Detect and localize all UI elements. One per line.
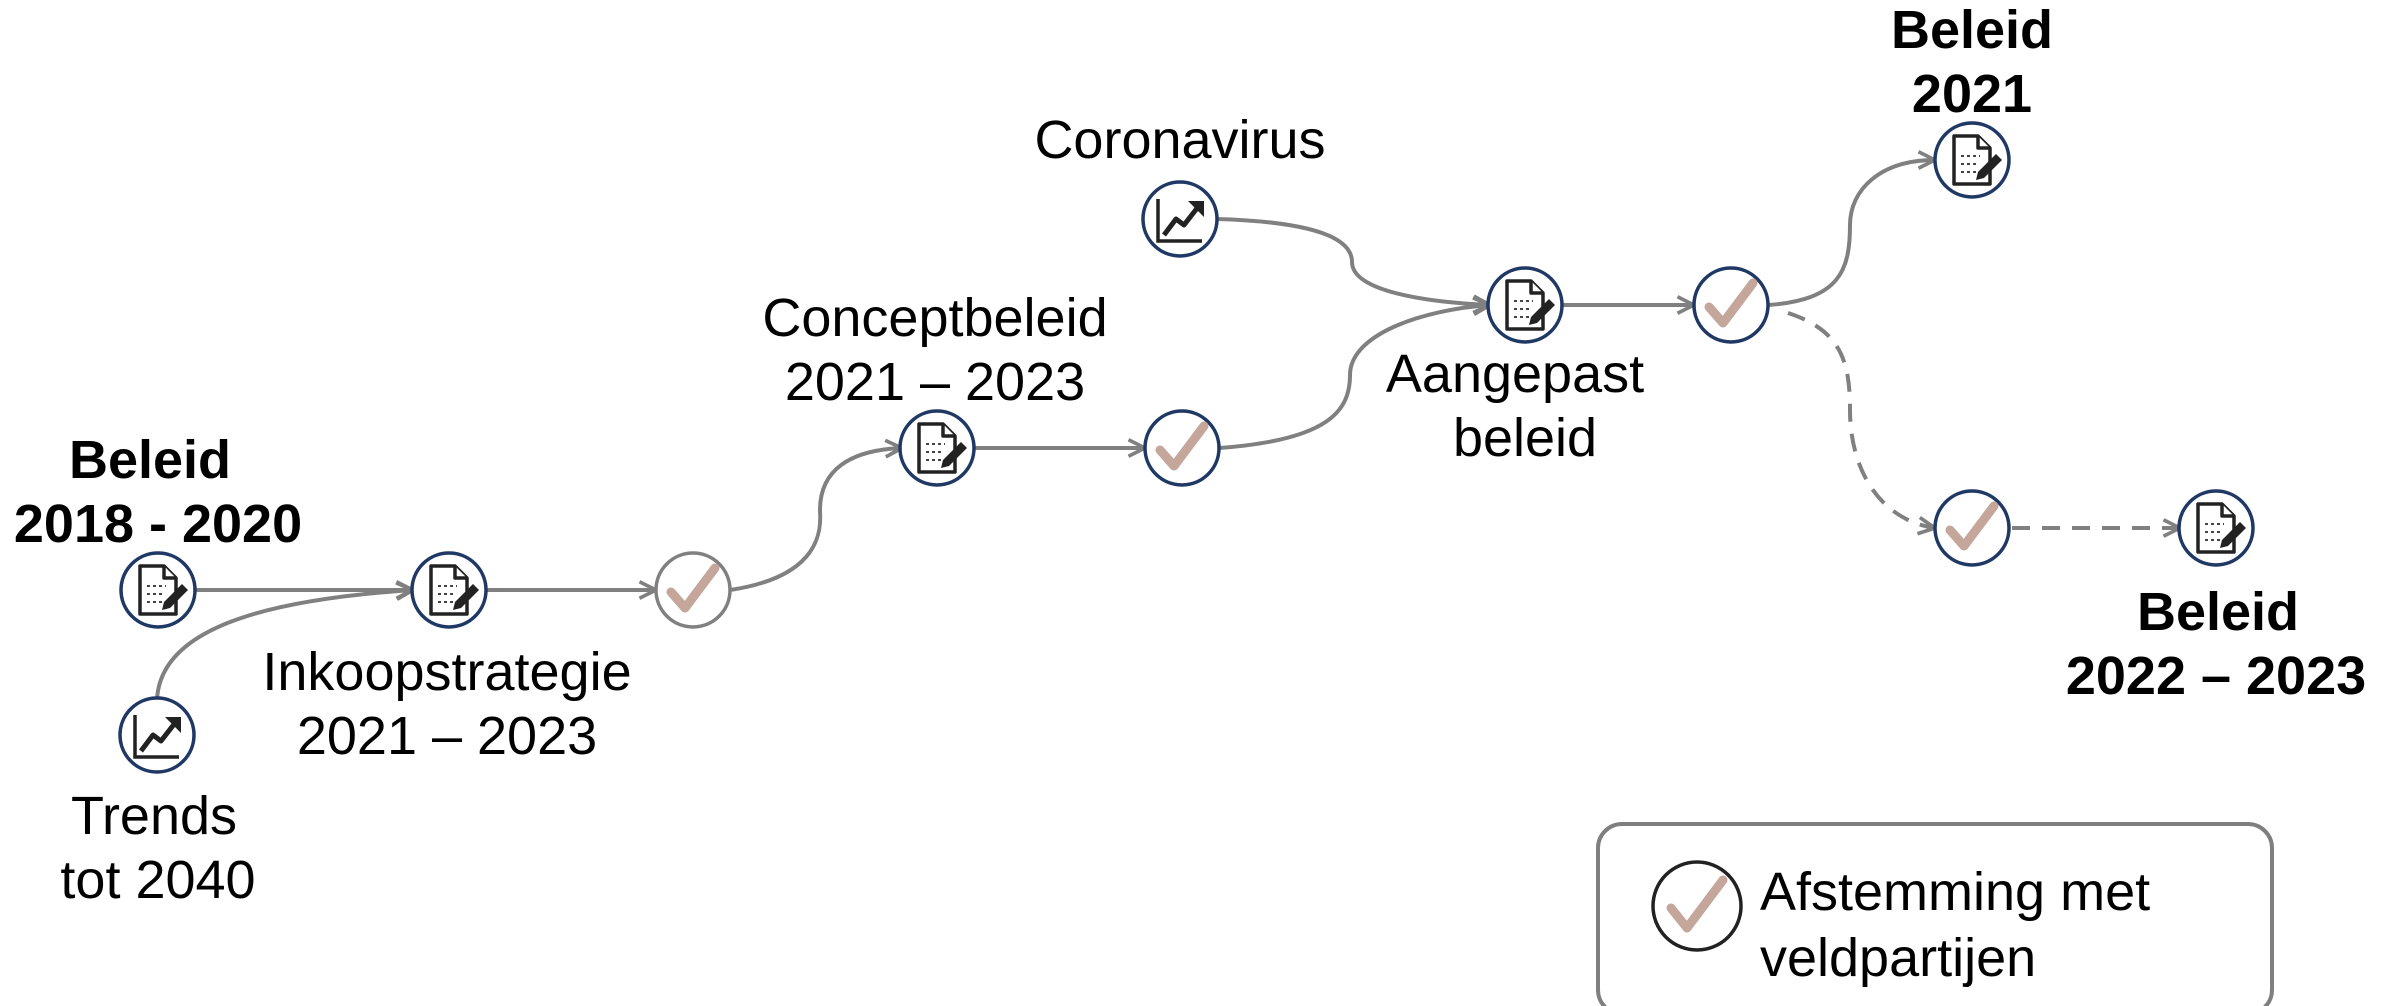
trend-chart-icon (120, 698, 194, 772)
label-concept-line1: Conceptbeleid (762, 288, 1107, 348)
label-aangepast-line1: Aangepast (1386, 344, 1644, 404)
connector-check1-to-concept (729, 448, 902, 592)
label-aangepast-line2: beleid (1453, 408, 1597, 468)
legend: Afstemming met veldpartijen (1596, 822, 2274, 1006)
legend-text-line1: Afstemming met (1760, 862, 2150, 922)
label-beleid-2021-year: 2021 (1912, 64, 2032, 124)
node-beleid-2021 (1933, 121, 2011, 199)
document-edit-icon (1933, 121, 2011, 199)
label-concept-line2: 2021 – 2023 (785, 352, 1085, 412)
label-coronavirus: Coronavirus (1034, 110, 1325, 170)
connector-check3-to-beleid2021 (1767, 160, 1935, 307)
connector-corona-to-aangepast (1216, 217, 1490, 305)
node-check-3 (1694, 268, 1768, 342)
document-edit-icon (119, 551, 197, 629)
node-beleid-2022 (2177, 489, 2255, 567)
legend-text-line2: veldpartijen (1760, 928, 2036, 988)
node-check-2 (1145, 411, 1219, 485)
node-coronavirus (1143, 182, 1217, 256)
legend-check (1651, 860, 1743, 952)
node-aangepast-beleid (1486, 266, 1564, 344)
document-edit-icon (2177, 489, 2255, 567)
label-trends-line2: tot 2040 (60, 850, 255, 910)
checkmark-icon (1694, 268, 1768, 342)
label-beleid-2021-title: Beleid (1891, 0, 2053, 60)
document-edit-icon (410, 551, 488, 629)
legend-box (1596, 822, 2274, 1006)
node-beleid-2018 (119, 551, 197, 629)
checkmark-icon (1145, 411, 1219, 485)
document-edit-icon (898, 409, 976, 487)
node-check-4 (1935, 491, 2009, 565)
checkmark-icon (1935, 491, 2009, 565)
node-conceptbeleid (898, 409, 976, 487)
connectors (155, 160, 2180, 701)
node-check-1 (654, 551, 732, 629)
node-trends (120, 698, 194, 772)
checkmark-icon (666, 563, 720, 613)
checkmark-icon (1666, 875, 1728, 933)
label-beleid-2022-title: Beleid (2137, 582, 2299, 642)
label-beleid-2018-years: 2018 - 2020 (14, 494, 302, 554)
label-trends-line1: Trends (71, 786, 237, 846)
connector-trends-to-inkoop (155, 590, 413, 701)
document-edit-icon (1486, 266, 1564, 344)
label-inkoop-line2: 2021 – 2023 (297, 706, 597, 766)
trend-chart-icon (1143, 182, 1217, 256)
label-beleid-2018-title: Beleid (69, 430, 231, 490)
label-inkoop-line1: Inkoopstrategie (262, 642, 631, 702)
label-beleid-2022-years: 2022 – 2023 (2066, 646, 2366, 706)
connector-check2-to-aangepast (1218, 305, 1490, 450)
node-inkoopstrategie (410, 551, 488, 629)
connector-check3-to-check4 (1787, 311, 1935, 528)
